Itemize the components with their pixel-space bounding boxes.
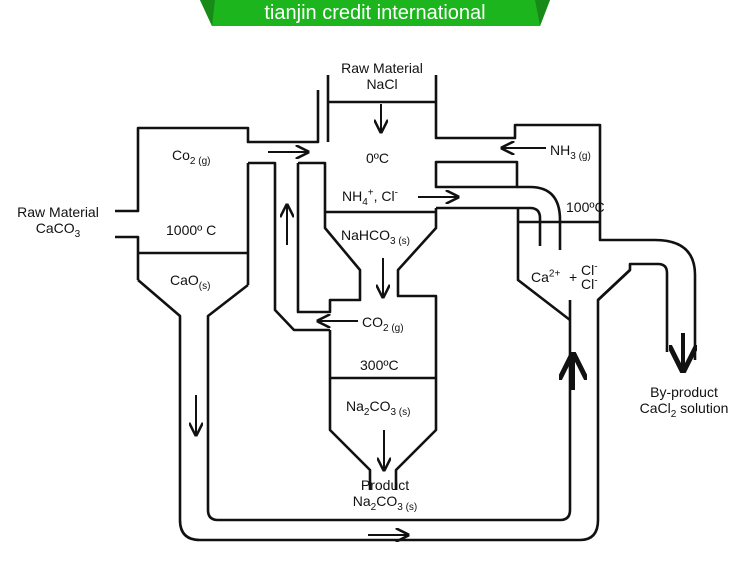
- co2-sub: 2 (g): [383, 322, 404, 334]
- header-banner: tianjin credit international: [0, 0, 750, 28]
- co2-pipe-outer: [248, 161, 330, 332]
- calciner-co2-label: CO2 (g): [362, 314, 404, 333]
- caco3-text: CaCO3: [4, 220, 112, 239]
- nacl-input-label: Raw Material NaCl: [322, 60, 442, 92]
- cl-text: , Cl: [373, 188, 395, 204]
- carbonation-hopper-right: [396, 208, 438, 380]
- nahco3-sub: 3 (s): [390, 235, 411, 247]
- co3-sub: 3 (s): [397, 501, 418, 513]
- cacl2-main: CaCl: [639, 400, 671, 416]
- nahco3-label: NaHCO3 (s): [341, 227, 410, 246]
- banner-fold-right: [535, 0, 550, 26]
- na-sub: 2: [370, 501, 377, 513]
- co2-sub: 2 (g): [189, 155, 211, 167]
- banner-fold-left: [200, 0, 215, 26]
- cl2-main: Cl: [581, 276, 595, 292]
- recovery-temp-label: 100ºC: [566, 199, 605, 215]
- co2-main: Co: [172, 147, 190, 163]
- na-sub: 2: [363, 406, 370, 418]
- banner-shape: [200, 0, 550, 26]
- recovery-right-wall: [598, 222, 697, 360]
- byproduct-label: By-product CaCl2 solution: [625, 384, 743, 419]
- byproduct-pipe-inner: [597, 262, 669, 352]
- caco3-sub: 3: [74, 228, 81, 240]
- tower-temp-label: 0ºC: [366, 150, 390, 166]
- cl-ion-2: Cl-: [581, 276, 598, 292]
- nh4cl-pipe-lower: [436, 206, 542, 246]
- product-label: Product Na2CO3 (s): [330, 477, 440, 512]
- nh3-inlet-box: [434, 160, 519, 189]
- lime-kiln-hopper: [137, 269, 631, 542]
- nh4-sup: +: [367, 187, 374, 199]
- cl2-sup: -: [594, 275, 598, 287]
- nahco3-main: NaHCO: [341, 227, 391, 243]
- nh3-gas-label: NH3 (g): [550, 142, 591, 161]
- kiln-temp-label: 1000º C: [166, 222, 217, 238]
- raw-material-text: Raw Material: [341, 60, 423, 76]
- banner-ribbon: [200, 0, 550, 26]
- product-formula: Na2CO3 (s): [330, 493, 440, 512]
- nacl-text: NaCl: [366, 76, 398, 92]
- cl1-sup: -: [594, 261, 598, 273]
- na-main: Na: [346, 398, 364, 414]
- nh3-main: NH: [550, 142, 571, 158]
- caco3-main: CaCO: [35, 220, 75, 236]
- cl-ion-1: Cl-: [581, 262, 598, 278]
- kiln-co2-label: Co2 (g): [172, 147, 210, 166]
- co2-pipe-inner: [296, 161, 362, 314]
- cao-sub: (s): [198, 280, 211, 292]
- cl1-main: Cl: [581, 262, 595, 278]
- lime-kiln-wall-left: [115, 90, 320, 213]
- cl-sup: -: [394, 187, 398, 199]
- nh4-sub: 4: [362, 196, 368, 208]
- calciner-right-wall: [394, 380, 438, 490]
- co3-sub: 3 (s): [390, 406, 411, 418]
- na2co3-label: Na2CO3 (s): [346, 398, 410, 417]
- na-main: Na: [352, 493, 371, 509]
- plus-sign: +: [569, 269, 578, 285]
- ca-sup: 2+: [548, 268, 561, 280]
- recovery-left-wall: [516, 208, 571, 322]
- nacl-hopper-right: [434, 75, 602, 222]
- nh4cl-pipe-upper: [517, 185, 562, 250]
- caco3-inlet-lower: [115, 235, 140, 280]
- co2-main: CO: [362, 314, 383, 330]
- cao-main: CaO: [170, 272, 199, 288]
- ca-main: Ca: [531, 269, 549, 285]
- co-main: CO: [369, 398, 391, 414]
- nh3-sub: 3 (g): [570, 150, 591, 162]
- cacl2-sub: 2: [670, 408, 677, 420]
- solution-text: solution: [676, 400, 729, 416]
- nh4-cl-label: NH4+, Cl-: [342, 187, 398, 207]
- calciner-temp-label: 300ºC: [360, 357, 399, 373]
- lime-kiln-hopper-inner: [206, 283, 572, 522]
- raw-material-text: Raw Material: [17, 204, 99, 220]
- byproduct-title: By-product: [650, 384, 718, 400]
- banner-title: tianjin credit international: [264, 2, 486, 24]
- nh4-main: NH: [342, 188, 363, 204]
- cao-label: CaO(s): [170, 272, 210, 291]
- product-title: Product: [360, 477, 410, 493]
- ca-ion: Ca2+: [531, 269, 560, 285]
- calciner-left-wall: [328, 330, 372, 490]
- co-main: CO: [376, 493, 398, 509]
- cacl2-text: CaCl2 solution: [625, 400, 743, 419]
- caco3-input-label: Raw Material CaCO3: [4, 204, 112, 239]
